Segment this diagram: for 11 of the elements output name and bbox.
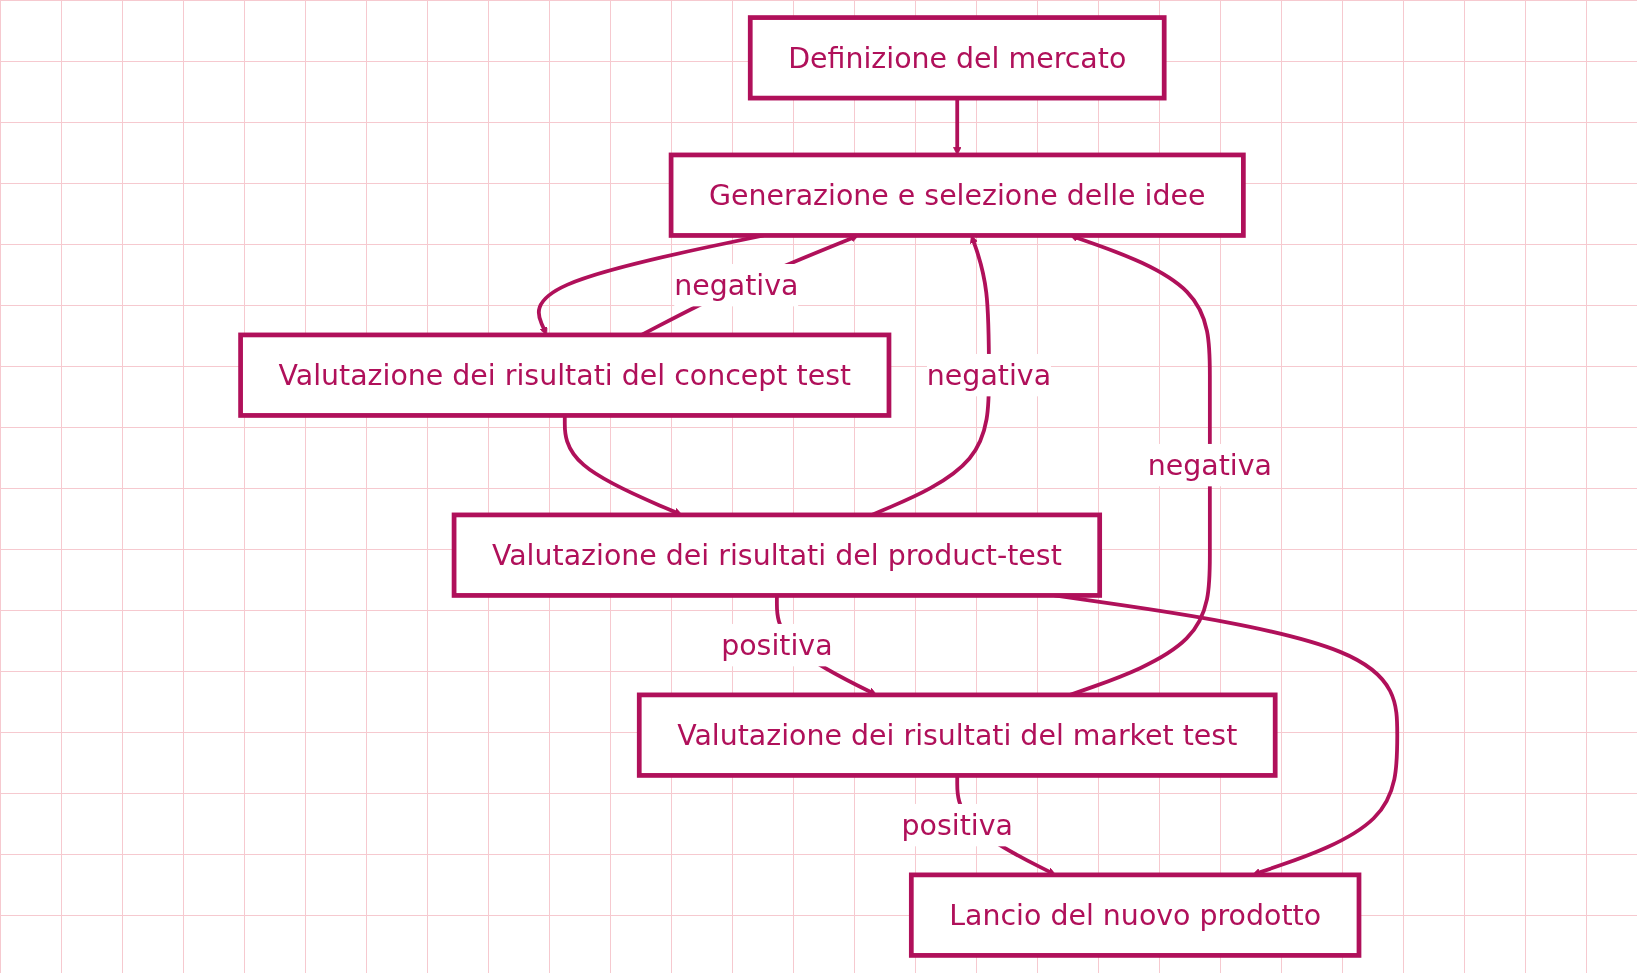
edge-label: negativa bbox=[926, 358, 1051, 392]
node-box: Generazione e selezione delle idee bbox=[668, 152, 1246, 238]
node-box: Lancio del nuovo prodotto bbox=[908, 872, 1361, 958]
node-box: Definizione del mercato bbox=[747, 15, 1167, 101]
edge-label: negativa bbox=[1147, 448, 1272, 482]
edge-label: positiva bbox=[720, 628, 833, 662]
node-box: Valutazione dei risultati del market test bbox=[636, 692, 1278, 778]
node-box: Valutazione dei risultati del concept test bbox=[237, 332, 891, 418]
node-box: Valutazione dei risultati del product-test bbox=[451, 512, 1102, 598]
edge-label: positiva bbox=[901, 808, 1013, 842]
edge-label: negativa bbox=[673, 268, 799, 302]
